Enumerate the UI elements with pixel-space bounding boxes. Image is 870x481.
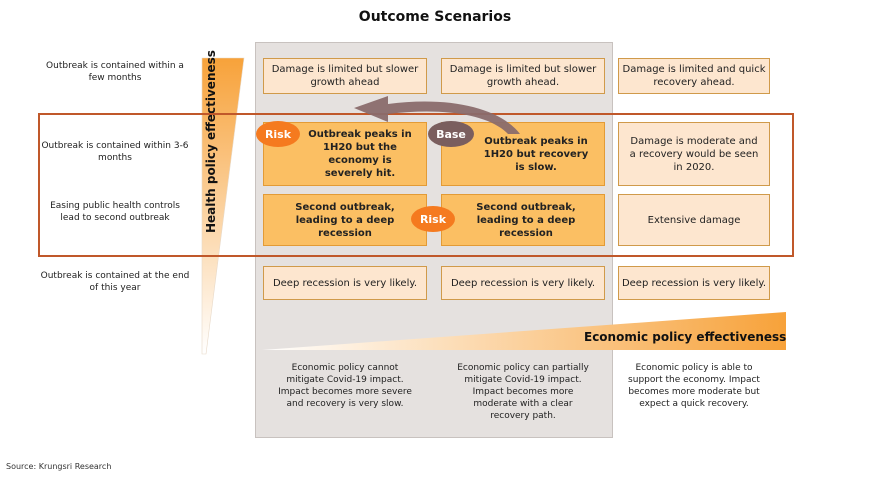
row-label-2: Outbreak is contained within 3-6 months [41, 141, 189, 163]
row-label-1: Outbreak is contained within a few month… [46, 61, 184, 83]
cell-r3c2: Second outbreak, leading to a deep reces… [441, 194, 605, 246]
risk-badge-1: Risk [256, 121, 300, 147]
scenario-highlight-outline [38, 113, 794, 257]
cell-r3c3: Extensive damage [618, 194, 770, 246]
row-label-3: Easing public health controls lead to se… [50, 201, 180, 223]
cell-r3c1: Second outbreak, leading to a deep reces… [263, 194, 427, 246]
cell-r4c1: Deep recession is very likely. [263, 266, 427, 300]
page-title: Outcome Scenarios [358, 9, 512, 25]
cell-r4c2: Deep recession is very likely. [441, 266, 605, 300]
source-note: Source: Krungsri Research [6, 462, 112, 471]
cell-r1c2: Damage is limited but slower growth ahea… [441, 58, 605, 94]
cell-r1c1: Damage is limited but slower growth ahea… [263, 58, 427, 94]
cell-r2c3: Damage is moderate and a recovery would … [618, 122, 770, 186]
cell-r2c1: Outbreak peaks in 1H20 but the economy i… [263, 122, 427, 186]
column-note-3: Economic policy is able to support the e… [628, 363, 760, 409]
cell-r4c3: Deep recession is very likely. [618, 266, 770, 300]
row-label-4: Outbreak is contained at the end of this… [40, 271, 190, 293]
column-note-1: Economic policy cannot mitigate Covid-19… [278, 363, 412, 409]
risk-badge-2: Risk [411, 206, 455, 232]
cell-r1c3: Damage is limited and quick recovery ahe… [618, 58, 770, 94]
base-badge: Base [428, 121, 474, 147]
column-note-2: Economic policy can partially mitigate C… [457, 363, 589, 421]
economic-axis-label: Economic policy effectiveness [584, 330, 787, 344]
shift-arrow-icon [354, 96, 520, 134]
economic-axis-wedge [262, 312, 786, 350]
cell-r2c2: Outbreak peaks in 1H20 but recovery is s… [441, 122, 605, 186]
